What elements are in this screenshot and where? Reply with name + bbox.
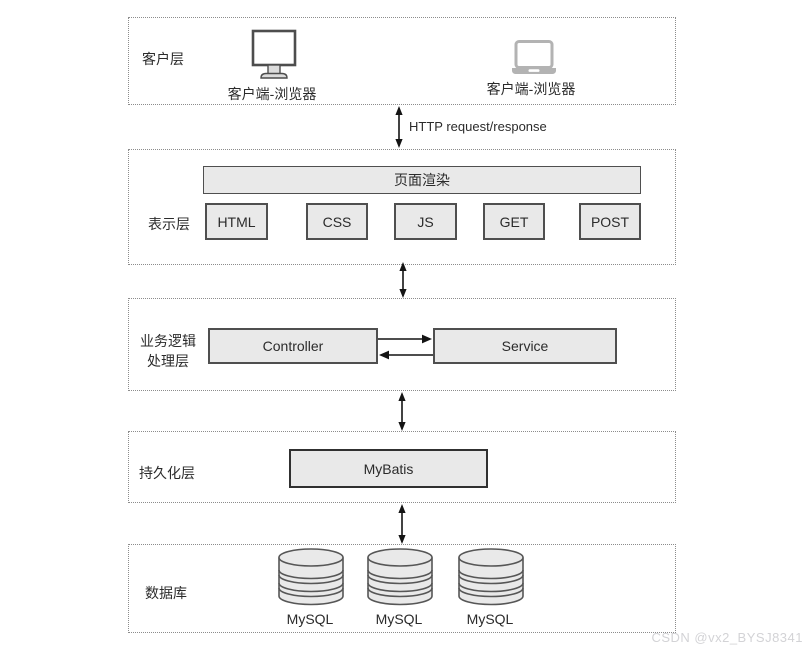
client-layer-container bbox=[128, 17, 676, 105]
page-render-box: 页面渲染 bbox=[203, 166, 641, 194]
double-arrow-presentation-business bbox=[399, 262, 407, 298]
desktop-client-label: 客户端-浏览器 bbox=[227, 86, 317, 102]
presentation-layer-label: 表示层 bbox=[148, 216, 190, 232]
js-box: JS bbox=[394, 203, 457, 240]
database-layer-label: 数据库 bbox=[145, 585, 187, 601]
database-cylinder-icon bbox=[458, 548, 524, 606]
database-cylinder-icon bbox=[367, 548, 433, 606]
html-box: HTML bbox=[205, 203, 268, 240]
controller-service-arrows bbox=[378, 334, 433, 360]
mybatis-box: MyBatis bbox=[289, 449, 488, 488]
http-connection-label: HTTP request/response bbox=[409, 119, 547, 134]
database-cylinder-icon bbox=[278, 548, 344, 606]
double-arrow-client-presentation bbox=[395, 106, 403, 148]
double-arrow-persistence-database bbox=[398, 504, 406, 544]
double-arrow-business-persistence bbox=[398, 392, 406, 431]
laptop-icon bbox=[512, 40, 556, 74]
get-box: GET bbox=[483, 203, 545, 240]
mysql-label: MySQL bbox=[286, 611, 334, 627]
business-layer-label: 业务逻辑 处理层 bbox=[140, 333, 196, 370]
csdn-watermark: CSDN @vx2_BYSJ8341 bbox=[651, 630, 803, 645]
persistence-layer-label: 持久化层 bbox=[139, 465, 195, 481]
client-layer-label: 客户层 bbox=[142, 51, 184, 67]
css-box: CSS bbox=[306, 203, 368, 240]
post-box: POST bbox=[579, 203, 641, 240]
desktop-monitor-icon bbox=[251, 29, 297, 79]
mysql-label: MySQL bbox=[466, 611, 514, 627]
mysql-label: MySQL bbox=[375, 611, 423, 627]
service-box: Service bbox=[433, 328, 617, 364]
controller-box: Controller bbox=[208, 328, 378, 364]
laptop-client-label: 客户端-浏览器 bbox=[486, 81, 576, 97]
